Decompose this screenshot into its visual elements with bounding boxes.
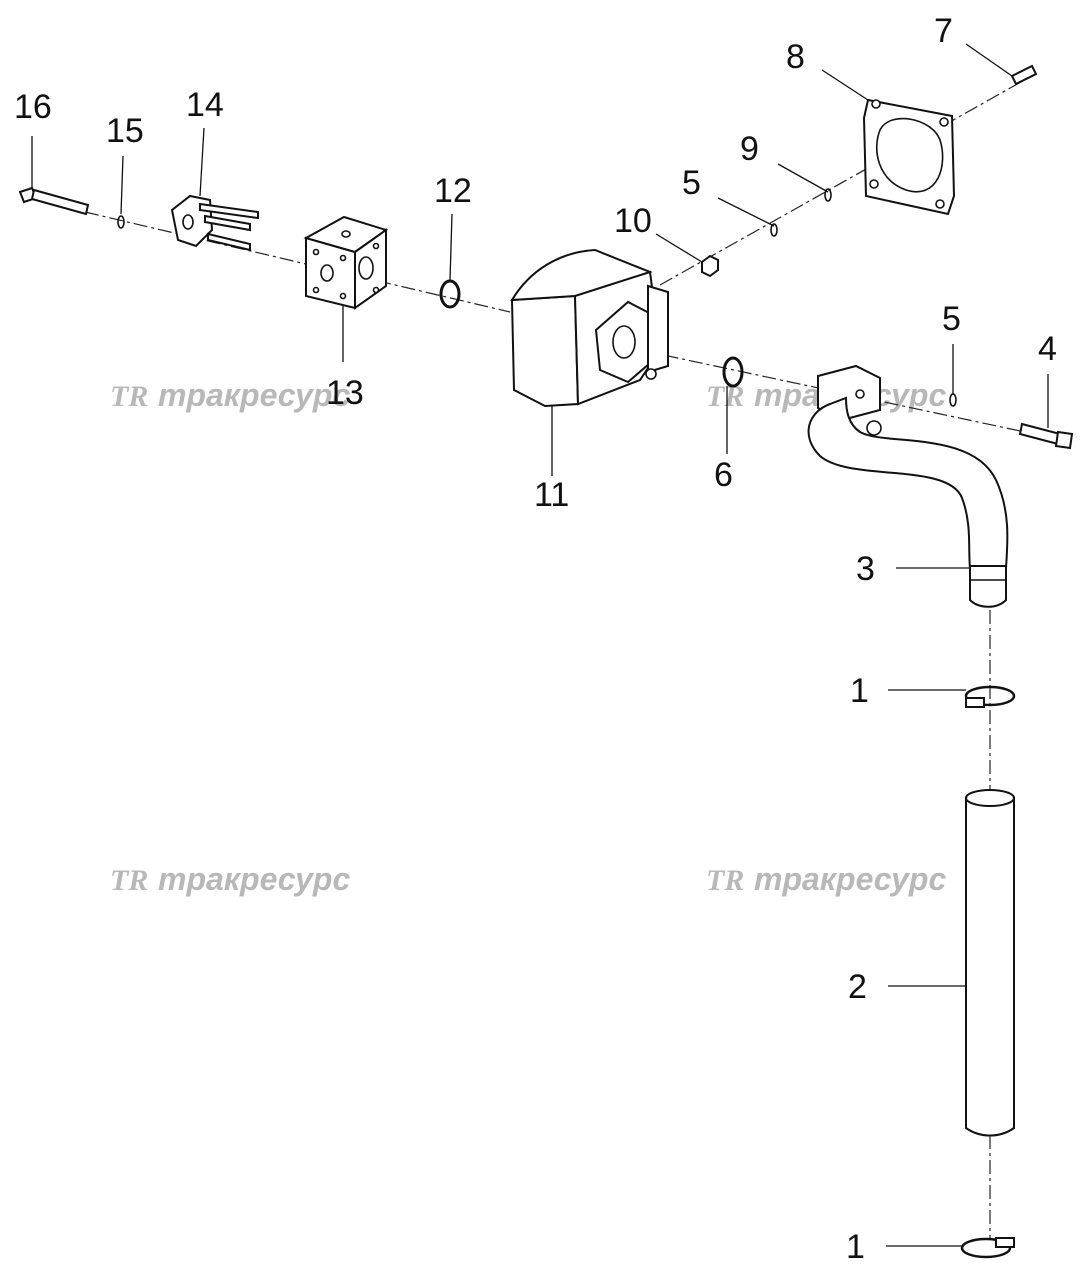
- callout-9: 9: [740, 130, 759, 168]
- callout-3: 3: [856, 550, 875, 588]
- callout-16: 16: [14, 88, 52, 126]
- part-15-washer: [117, 215, 125, 229]
- leader-lines: [31, 43, 1049, 1247]
- part-4-bolt: [1018, 422, 1074, 450]
- part-1-clamp-lower: [960, 1237, 1015, 1259]
- axis-inlet-left: [84, 211, 511, 313]
- callout-1-upper: 1: [850, 672, 869, 710]
- watermark-logo: TR: [110, 380, 148, 413]
- watermark-text: тракресурс: [158, 861, 350, 897]
- part-16-bolt: [18, 186, 90, 216]
- watermark-logo: TR: [110, 864, 148, 897]
- callout-6: 6: [714, 456, 733, 494]
- part-9-washer: [824, 188, 832, 202]
- part-14-split-flange: [170, 194, 259, 252]
- callout-1-lower: 1: [846, 1228, 865, 1266]
- part-5-washer-upper: [770, 223, 778, 237]
- part-10-nut: [701, 254, 719, 278]
- part-12-o-ring: [439, 279, 461, 309]
- callout-2: 2: [848, 968, 867, 1006]
- watermark-3: TR тракресурс: [110, 861, 350, 897]
- watermark-text: тракресурс: [754, 861, 946, 897]
- axis-mount-top: [659, 77, 1029, 286]
- watermark-1: TR тракресурс: [110, 377, 350, 413]
- part-6-o-ring: [722, 356, 744, 388]
- callout-5-right: 5: [942, 300, 961, 338]
- part-13-manifold-block: [303, 215, 389, 310]
- callout-7: 7: [934, 12, 953, 50]
- watermark-4: TR тракресурс: [706, 861, 946, 897]
- watermark-text: тракресурс: [158, 377, 350, 413]
- callout-15: 15: [106, 112, 144, 150]
- callout-12: 12: [434, 172, 472, 210]
- part-1-clamp-upper: [964, 685, 1016, 708]
- callout-13: 13: [326, 374, 364, 412]
- callout-10: 10: [614, 202, 652, 240]
- callout-5-upper: 5: [682, 164, 701, 202]
- callout-4: 4: [1038, 330, 1057, 368]
- part-3-suction-pipe: [807, 364, 1009, 608]
- part-5-washer-right: [949, 393, 957, 407]
- part-11-gear-pump: [510, 248, 669, 408]
- callout-8: 8: [786, 38, 805, 76]
- part-8-gasket: [862, 98, 956, 216]
- axis-outlet-right: [639, 349, 1026, 433]
- part-2-hose: [965, 789, 1015, 1137]
- part-7-stud: [1010, 64, 1038, 86]
- watermark-logo: TR: [706, 864, 744, 897]
- callout-14: 14: [186, 86, 224, 124]
- callout-11: 11: [534, 476, 569, 514]
